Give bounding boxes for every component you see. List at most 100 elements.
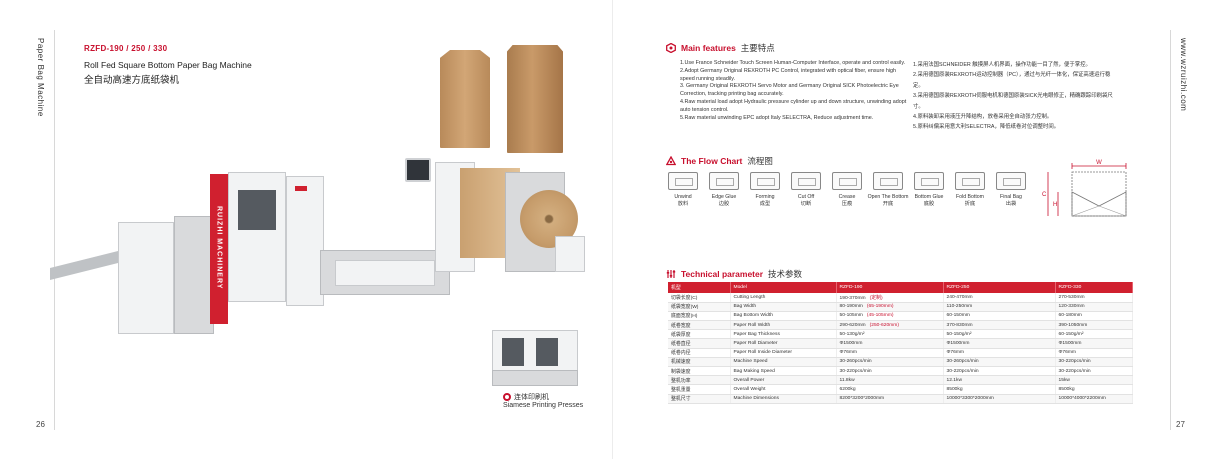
cell-text: 切袋长度(C) (671, 295, 698, 301)
cell-text: 60-150mm (946, 313, 970, 319)
table-cell: 10000*3300*2000mm (943, 394, 1056, 404)
flow-step-label-cn: 压痕 (841, 201, 853, 207)
table-cell: 10000*4000*2200mm (1055, 394, 1133, 404)
table-cell: 整机功率 (668, 375, 731, 386)
cell-text: 8200*3200*2000mm (839, 396, 885, 402)
cell-text: 50-130g/m² (839, 331, 865, 337)
cell-note: (65-190mm) (866, 304, 894, 310)
table-cell: Bag Width (730, 302, 837, 312)
table-cell: 240-470mm (943, 293, 1056, 303)
flow-step-label-cn: 放料 (677, 201, 689, 207)
siamese-caption-cn-text: 连体印刷机 (514, 394, 549, 401)
flow-step-icon (955, 172, 985, 190)
cell-text: 整机重量 (671, 387, 691, 393)
flow-step-label-cn: 切断 (800, 201, 812, 207)
table-cell: Machine Speed (730, 357, 837, 368)
cell-text: 120-330mm (1058, 304, 1085, 310)
cell-text: Bag Making Speed (733, 368, 775, 374)
table-header-cell: Model (730, 282, 837, 293)
cell-text: 240-470mm (946, 294, 973, 300)
table-cell: 整机重量 (668, 384, 731, 395)
page-number-left: 26 (36, 420, 45, 429)
main-features-list-en: 1.Use France Schneider Touch Screen Huma… (680, 60, 912, 122)
table-cell: 整机尺寸 (668, 394, 731, 404)
flow-step-icon (832, 172, 862, 190)
cell-text: Φ1500mm (1058, 341, 1082, 347)
table-cell: 机械速度 (668, 357, 731, 368)
dim-label-w: W (1096, 160, 1102, 166)
cell-text: 110-250mm (946, 304, 973, 310)
dim-label-c: C (1042, 192, 1047, 198)
table-cell: Φ76mm (943, 348, 1056, 358)
feature-cn-item: 2.采用德国原装REXROTH运动控制器（PC），通过与光纤一体化，保证高速运行… (913, 72, 1111, 89)
cell-text: Φ1500mm (946, 341, 970, 347)
cell-text: 30-220pcs/min (946, 368, 979, 374)
table-cell: 30-220pcs/min (1055, 357, 1133, 368)
flow-step-label-en: Unwind (674, 194, 692, 200)
table-cell: 纸卷直径 (668, 338, 731, 349)
cell-text: 30-220pcs/min (1058, 368, 1091, 374)
cell-text: Machine Dimensions (733, 396, 779, 402)
siamese-caption-cn: 连体印刷机 (503, 392, 549, 402)
machine-red-column (210, 174, 228, 324)
cell-text: Paper Roll Width (733, 322, 771, 328)
left-page: Paper Bag Machine 26 RZFD-190 / 250 / 33… (36, 30, 585, 430)
dim-label-h: H (1053, 202, 1057, 208)
technical-parameter-table: 机型 Model RZFD-190 RZFD-250 RZFD-330 切袋长度… (668, 282, 1133, 404)
cell-text: 纸卷直径 (671, 342, 691, 348)
cell-text: 纸卷宽度 (671, 323, 691, 329)
cell-text: 80-190mm (839, 304, 863, 310)
page-number-right: 27 (1176, 420, 1185, 429)
table-cell: Paper Bag Thickness (730, 329, 837, 340)
main-features-heading: Main features 主要特点 (666, 42, 775, 54)
cell-text: 机械速度 (671, 360, 691, 366)
cell-text: 8500kg (946, 386, 963, 392)
flow-chart-title-en: The Flow Chart (681, 156, 743, 166)
machine-roll-stand (555, 236, 585, 272)
table-cell: 切袋长度(C) (668, 293, 731, 303)
table-cell: Φ76mm (836, 348, 944, 358)
table-cell: Φ1500mm (836, 338, 944, 349)
cell-text: Paper Bag Thickness (733, 331, 780, 337)
cell-text: Bag Bottom Width (733, 313, 773, 319)
cell-text: Bag Width (733, 304, 757, 310)
table-cell: 6200kg (836, 384, 944, 395)
press-cylinder-right (536, 338, 558, 366)
table-header-row: 机型 Model RZFD-190 RZFD-250 RZFD-330 (668, 282, 1133, 293)
cell-text: 10000*3300*2000mm (946, 396, 994, 402)
flow-step-icon (873, 172, 903, 190)
table-cell: 110-250mm (943, 302, 1056, 312)
table-cell: Paper Roll Width (730, 320, 837, 331)
flow-step-icon (709, 172, 739, 190)
flow-step-icon (914, 172, 944, 190)
cell-text: 纸卷内径 (671, 351, 691, 357)
cell-text: Overall Power (733, 377, 765, 383)
table-cell: 纸卷宽度 (668, 320, 731, 331)
feature-en-item: 2.Adopt Germany Original REXROTH PC Cont… (680, 67, 897, 82)
main-features-list-cn: 1.采用法国SCHNEIDER 触摸屏人机界面，操作功能一目了然，便于掌控。 2… (913, 60, 1113, 133)
cabinet-logo (295, 186, 307, 191)
flow-step-label-cn: 边胶 (718, 201, 730, 207)
model-code: RZFD-190 / 250 / 330 (84, 44, 168, 53)
table-cell: 30-220pcs/min (1055, 366, 1133, 377)
siamese-caption-en: Siamese Printing Presses (503, 402, 584, 409)
machine-frame (174, 216, 214, 334)
cell-text: 15kw (1058, 377, 1070, 383)
table-cell: 30-260pcs/min (943, 357, 1056, 368)
cell-text: 190-370mm (839, 295, 866, 301)
table-cell: 30-220pcs/min (836, 366, 944, 377)
table-cell: Overall Weight (730, 384, 837, 395)
table-cell: 370-830mm (943, 320, 1056, 331)
